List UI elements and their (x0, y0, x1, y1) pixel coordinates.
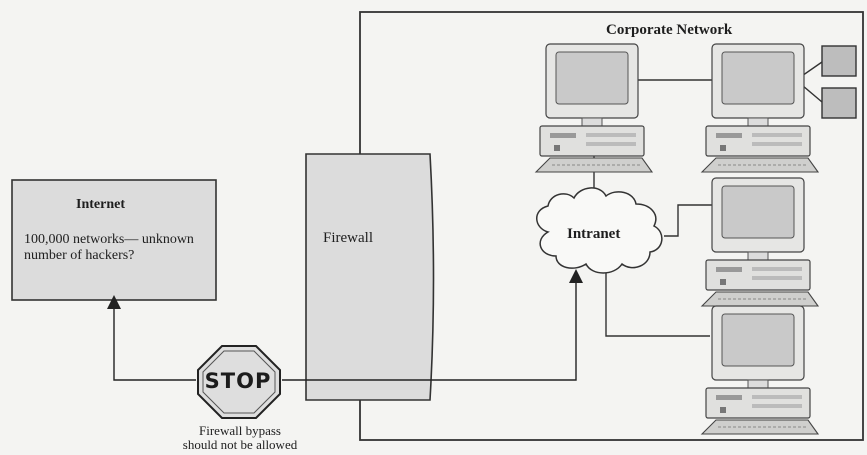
bypass-note: Firewall bypass should not be allowed (160, 424, 320, 452)
bypass-note-line-2: should not be allowed (160, 438, 320, 452)
firewall-block (306, 154, 434, 400)
internet-description: 100,000 networks— unknown number of hack… (24, 232, 204, 264)
printer-box-top (822, 46, 856, 76)
intranet-label: Intranet (567, 226, 620, 243)
stop-sign-text: STOP (196, 369, 280, 393)
computer-middle-right (702, 178, 818, 306)
internet-title: Internet (76, 197, 125, 213)
corporate-network-title: Corporate Network (606, 22, 732, 39)
bypass-arrow-to-internet (114, 302, 196, 380)
bypass-note-line-1: Firewall bypass (160, 424, 320, 438)
firewall-label: Firewall (323, 230, 373, 247)
printer-box-bottom (822, 88, 856, 118)
computer-bottom-right (702, 306, 818, 434)
computer-top-left (536, 44, 652, 172)
computer-top-right (702, 44, 818, 172)
